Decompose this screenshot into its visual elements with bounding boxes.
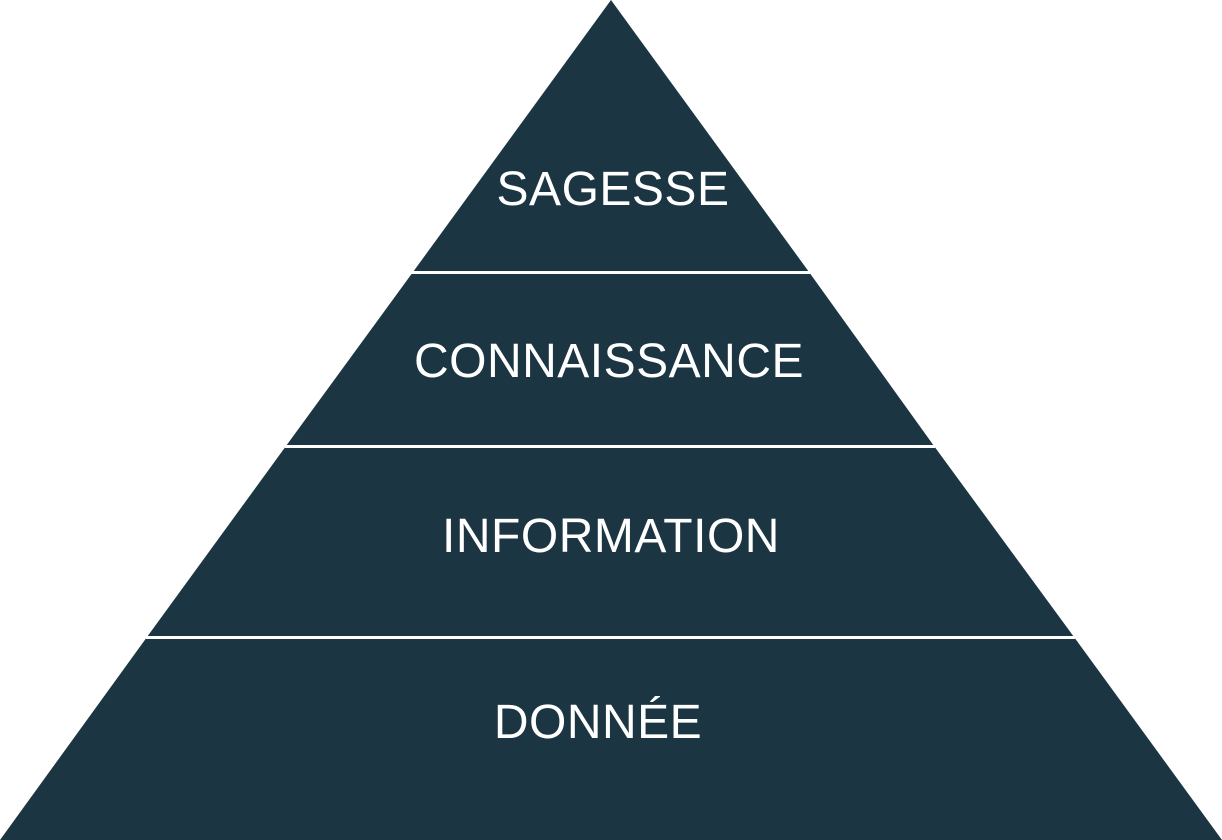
tier-label-information: INFORMATION	[442, 510, 780, 563]
pyramid-tier-donnee	[0, 637, 1222, 840]
tier-label-donnee: DONNÉE	[494, 696, 702, 749]
tier-label-connaissance: CONNAISSANCE	[414, 335, 804, 388]
pyramid-tier-connaissance	[286, 272, 934, 446]
pyramid-tier-sagesse	[413, 0, 809, 272]
tier-label-sagesse: SAGESSE	[497, 163, 730, 216]
pyramid-tier-information	[147, 446, 1074, 637]
